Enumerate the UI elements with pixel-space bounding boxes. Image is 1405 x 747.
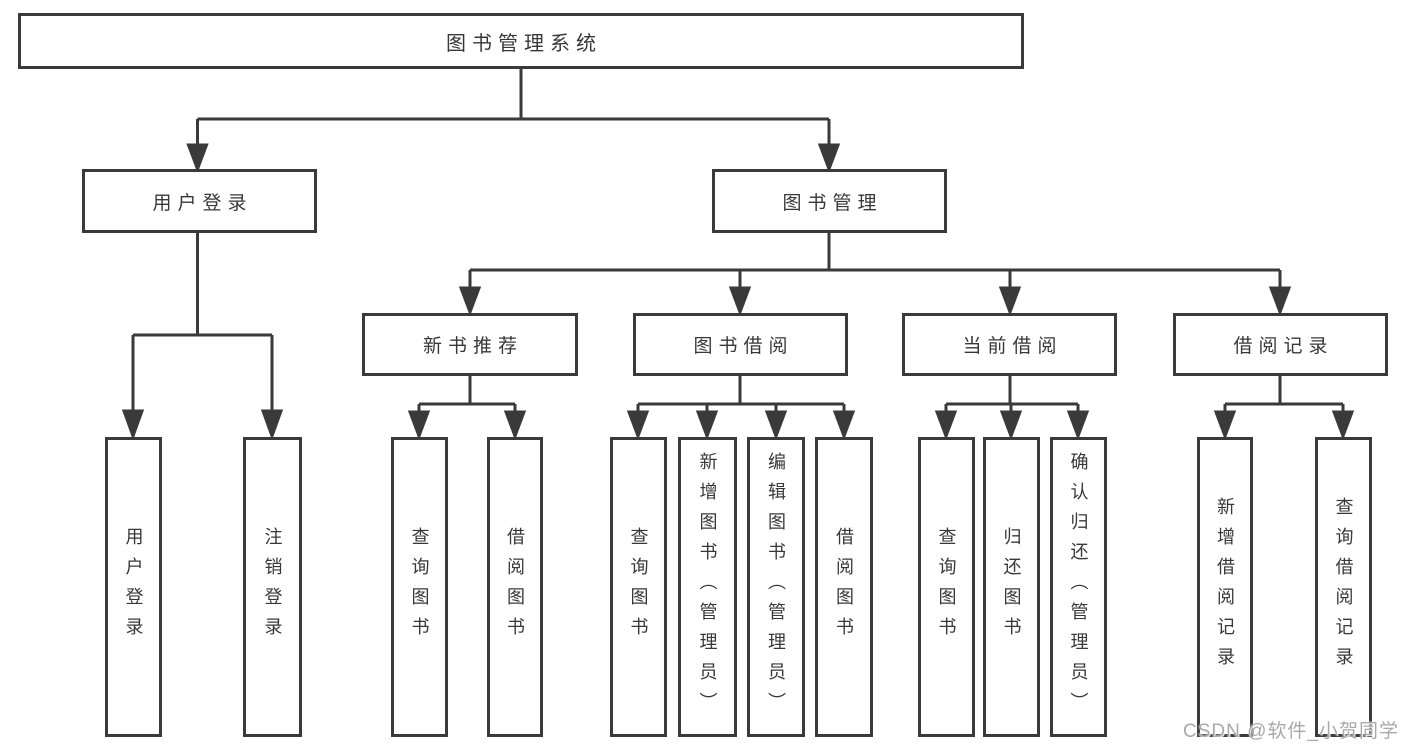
arrow-icon: [1331, 410, 1355, 441]
leaf-query-book-1: 查询图书: [391, 437, 448, 737]
arrow-icon: [998, 286, 1022, 317]
arrow-icon: [121, 409, 145, 441]
arrow-icon: [503, 410, 527, 441]
node-book-management: 图书管理: [712, 169, 947, 233]
arrow-icon: [186, 143, 209, 174]
node-book-borrow: 图书借阅: [633, 313, 848, 376]
node-current-borrow: 当前借阅: [902, 313, 1117, 376]
arrow-icon: [728, 286, 752, 317]
arrow-icon: [1213, 410, 1237, 441]
arrow-icon: [626, 410, 650, 441]
leaf-query-borrow-record: 查询借阅记录: [1315, 437, 1372, 737]
node-root: 图书管理系统: [18, 13, 1024, 69]
leaf-user-login: 用户登录: [105, 437, 162, 737]
leaf-add-book: 新增图书（管理员）: [678, 437, 737, 737]
leaf-query-book-3: 查询图书: [918, 437, 975, 737]
arrow-icon: [260, 409, 284, 441]
arrow-icon: [817, 143, 841, 174]
arrow-icon: [832, 410, 856, 441]
watermark: CSDN @软件_小贺同学: [1183, 721, 1399, 742]
arrow-icon: [695, 410, 719, 441]
arrow-icon: [458, 286, 482, 317]
leaf-confirm-return: 确认归还（管理员）: [1050, 437, 1107, 737]
leaf-borrow-book-2: 借阅图书: [815, 437, 873, 737]
leaf-add-borrow-record: 新增借阅记录: [1197, 437, 1253, 737]
node-borrow-records: 借阅记录: [1173, 313, 1388, 376]
leaf-return-book: 归还图书: [983, 437, 1040, 737]
node-user-login: 用户登录: [82, 169, 317, 233]
arrow-icon: [934, 410, 958, 441]
arrow-icon: [1066, 410, 1090, 441]
arrow-icon: [999, 410, 1023, 441]
arrow-icon: [764, 410, 788, 441]
leaf-query-book-2: 查询图书: [610, 437, 667, 737]
arrow-icon: [407, 410, 431, 441]
tree-edges: [121, 69, 1355, 441]
leaf-edit-book: 编辑图书（管理员）: [747, 437, 805, 737]
leaf-logout: 注销登录: [243, 437, 302, 737]
node-new-book-recommend: 新书推荐: [362, 313, 578, 376]
arrow-icon: [1268, 286, 1292, 317]
leaf-borrow-book-1: 借阅图书: [487, 437, 543, 737]
